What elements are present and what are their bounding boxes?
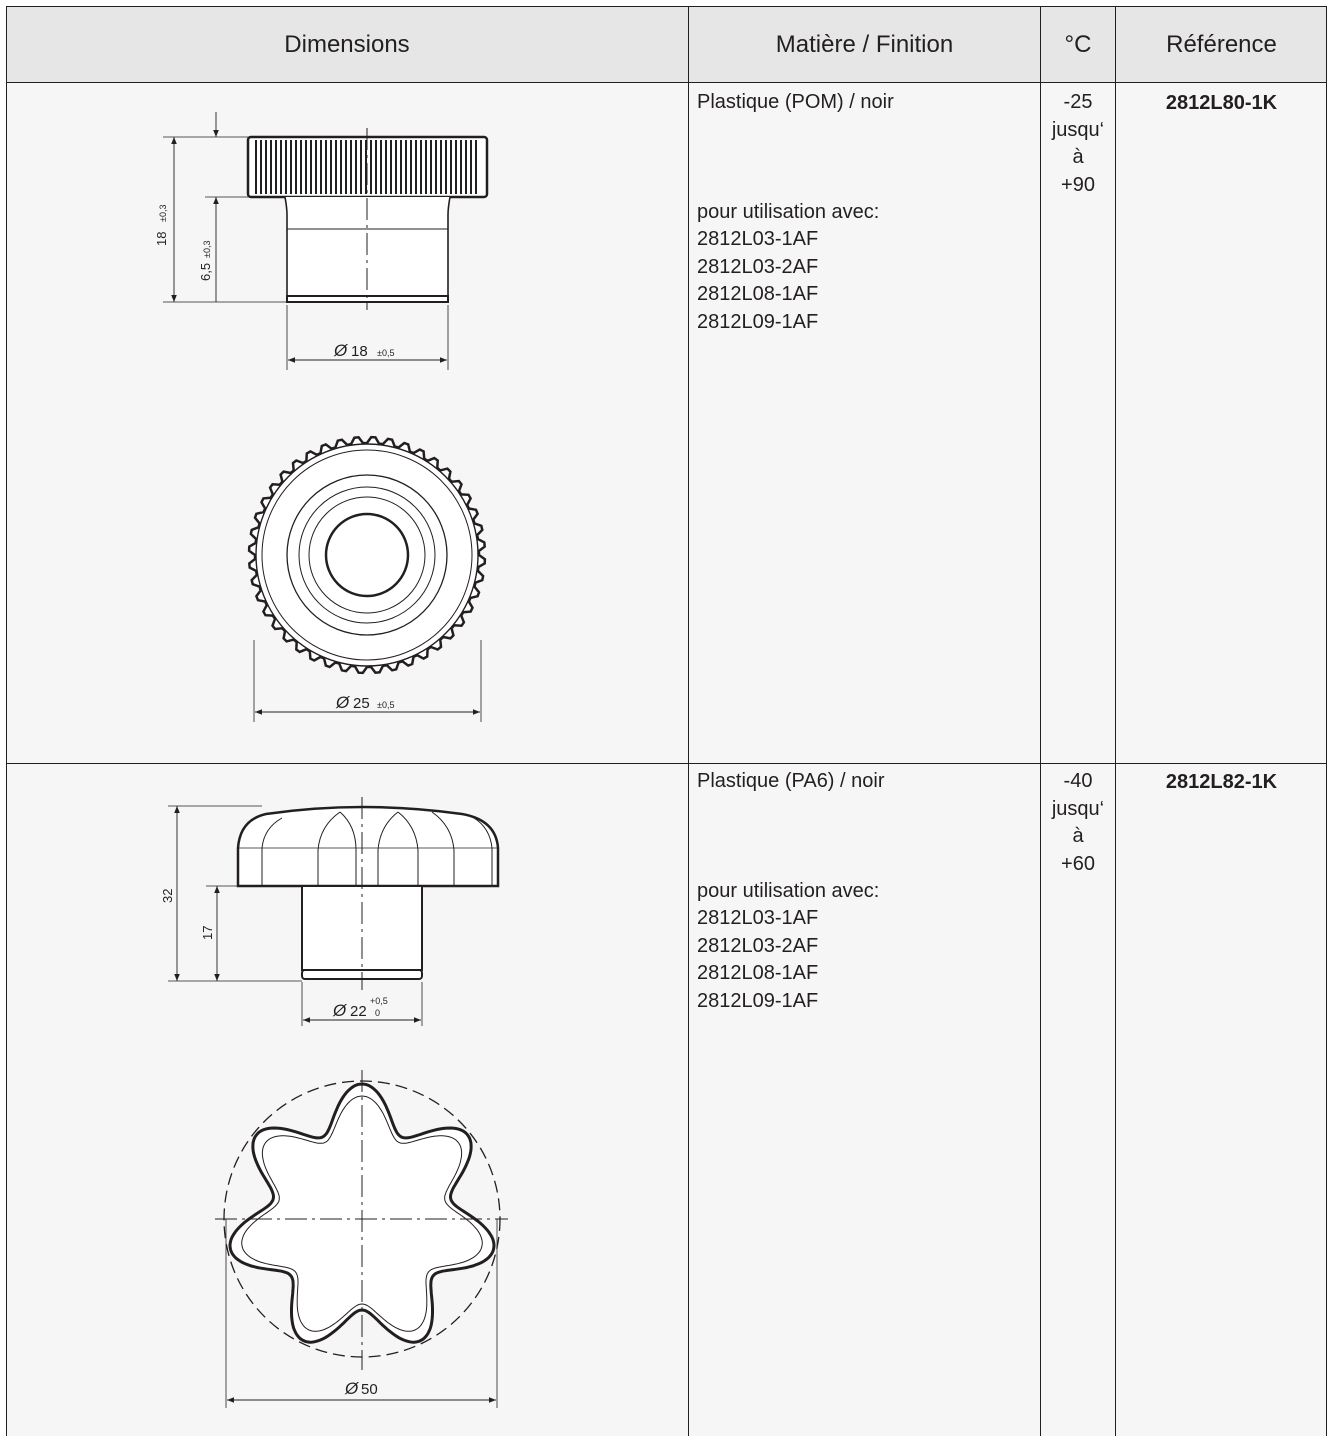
knob1-top-view (247, 435, 487, 722)
row-divider (6, 763, 1327, 764)
temp-sep: à (1072, 825, 1084, 847)
row1-reference: 2812L80-1K (1165, 92, 1278, 114)
row1-ref-cell (1116, 83, 1327, 763)
diameter-symbol: Ø (344, 1379, 360, 1398)
row1-material-text: Plastique (POM) / noir pour utilisation … (697, 89, 894, 336)
row1-material: Plastique (POM) / noir (697, 91, 894, 113)
dim-height-tol: ±0,3 (158, 205, 168, 222)
knob2-top-dimension-labels: Ø 50 (344, 1379, 378, 1398)
col-border-right (1326, 7, 1327, 1436)
temp-max: +90 (1061, 173, 1095, 196)
header-reference: Référence (1116, 7, 1327, 82)
knob1-side-dimension-labels: 18 ±0,3 6,5 ±0,3 Ø 18 ±0,5 (154, 205, 394, 360)
row2-material-cell (689, 764, 1040, 1436)
diameter-symbol: Ø (333, 341, 349, 360)
row2-usage-item: 2812L03-1AF (697, 907, 819, 929)
dim-diameter-label: 50 (361, 1381, 378, 1398)
row2-usage-item: 2812L09-1AF (697, 989, 819, 1012)
row2-ref-cell (1116, 764, 1327, 1436)
dim-diameter-label: 18 (351, 343, 368, 360)
temp-sep: à (1072, 146, 1084, 168)
row2-usage-item: 2812L08-1AF (697, 962, 819, 984)
row1-usage-item: 2812L03-1AF (697, 228, 819, 250)
knob1-side-view (163, 112, 489, 370)
row1-usage-item: 2812L09-1AF (697, 310, 819, 333)
diameter-symbol: Ø (332, 1001, 348, 1020)
dim-shank-label: 17 (200, 926, 215, 940)
temp-sep: jusqu‘ (1051, 797, 1105, 820)
row2-usage-label: pour utilisation avec: (697, 879, 880, 902)
row2-temp-cell (1041, 764, 1115, 1436)
header-divider (6, 82, 1327, 83)
knob1-top-dimension-labels: Ø 25 ±0,5 (335, 693, 394, 712)
col-divider-2 (1040, 7, 1041, 1436)
dim-diameter-tol: ±0,5 (377, 348, 394, 358)
row1-material-cell (689, 83, 1040, 763)
dim-shank-label: 6,5 (198, 263, 213, 281)
row2-material-text: Plastique (PA6) / noir pour utilisation … (697, 768, 885, 1015)
dim-diameter-label: 25 (353, 695, 370, 712)
temp-min: -25 (1063, 91, 1093, 113)
temp-min: -40 (1063, 770, 1093, 792)
col-divider-3 (1115, 7, 1116, 1436)
row1-temp-cell (1041, 83, 1115, 763)
row2-usage-item: 2812L03-2AF (697, 934, 819, 957)
row2-temperature: -40 jusqu‘ à +60 (1041, 768, 1115, 878)
row2-reference: 2812L82-1K (1165, 771, 1278, 793)
row1-usage-label: pour utilisation avec: (697, 200, 880, 223)
dim-shank-tol: ±0,3 (202, 241, 212, 258)
diameter-symbol: Ø (335, 693, 351, 712)
dim-height-label: 18 (154, 232, 169, 246)
knob2-top-view (215, 1070, 508, 1408)
header-temperature: °C (1041, 7, 1115, 82)
row1-temperature: -25 jusqu‘ à +90 (1041, 89, 1115, 199)
col-divider-1 (688, 7, 689, 1436)
knob2-side-view (168, 797, 500, 1026)
row1-usage-item: 2812L03-2AF (697, 255, 819, 278)
dim-diameter-label: 22 (350, 1003, 367, 1020)
col-border-left (6, 7, 7, 1436)
dim-diameter-tol: ±0,5 (377, 700, 394, 710)
table-border-top (6, 6, 1327, 7)
dim-height-label: 32 (160, 889, 175, 903)
row1-usage-item: 2812L08-1AF (697, 283, 819, 305)
temp-sep: jusqu‘ (1051, 118, 1105, 141)
temp-max: +60 (1061, 852, 1095, 875)
dim-diameter-tol-upper: +0,5 (370, 996, 388, 1006)
knob2-side-dimension-labels: 32 17 Ø 22 +0,5 0 (160, 889, 388, 1020)
header-dimensions: Dimensions (6, 7, 688, 82)
row2-material: Plastique (PA6) / noir (697, 770, 885, 792)
header-material: Matière / Finition (689, 7, 1040, 82)
dim-diameter-tol-lower: 0 (375, 1008, 380, 1018)
